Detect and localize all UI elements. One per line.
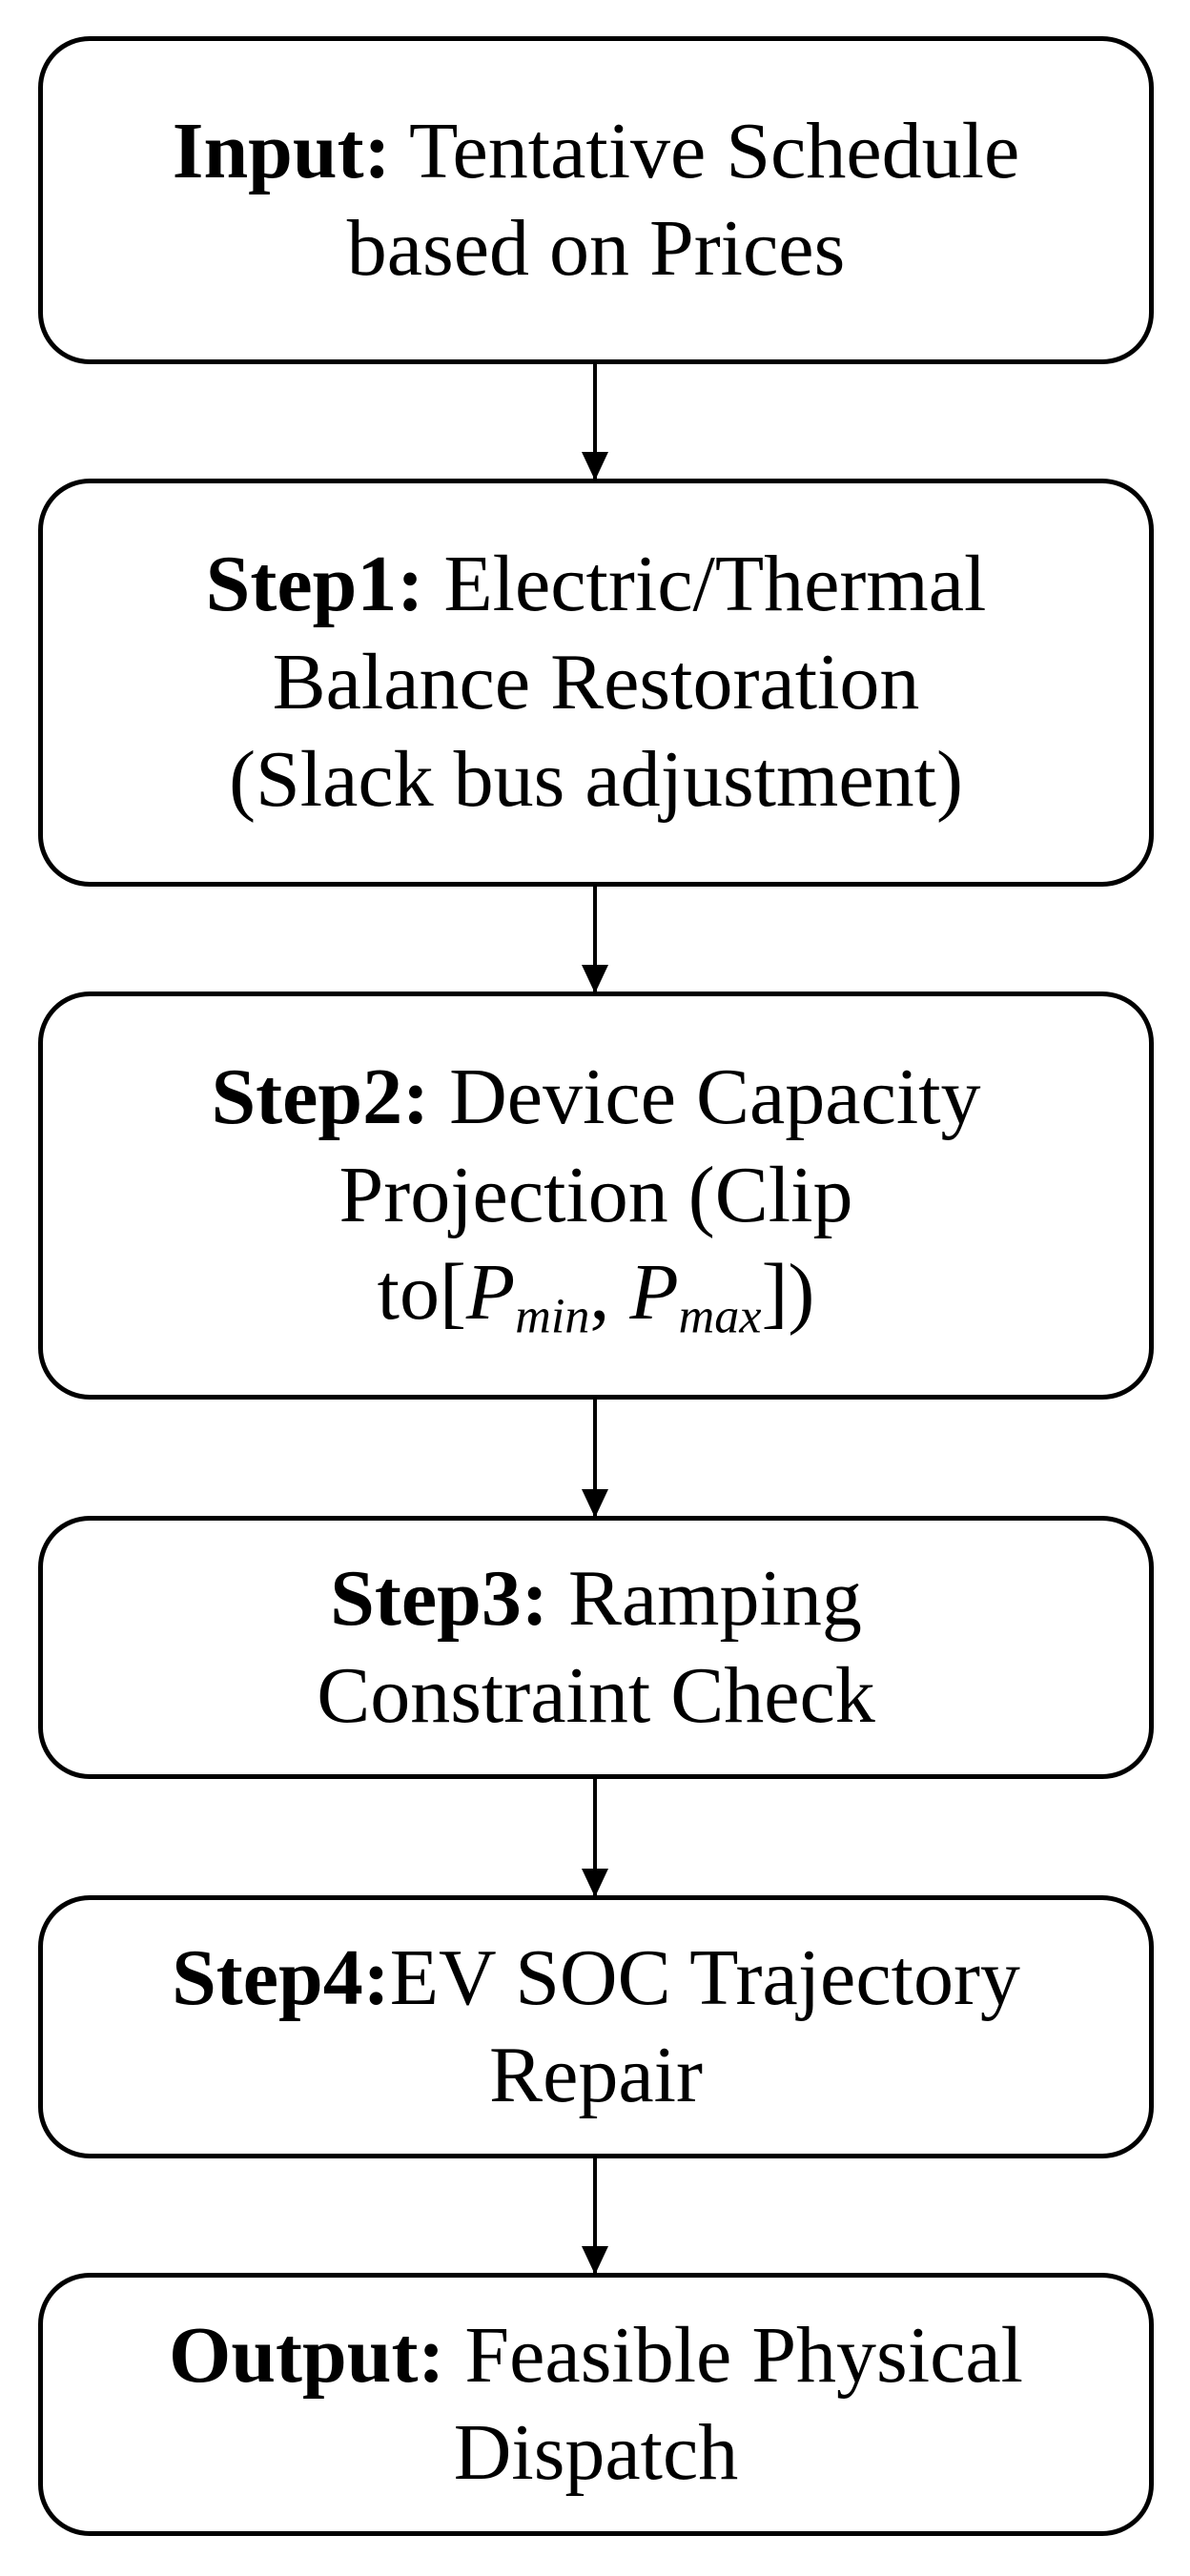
step2-text-1: Device Capacity (449, 1053, 981, 1142)
step1-label: Step1: (205, 540, 424, 629)
arrow-input-to-step1 (582, 364, 608, 480)
step4-box: Step4:EV SOC Trajectory Repair (38, 1895, 1154, 2158)
input-line-1: Input: Tentative Schedule (173, 103, 1020, 200)
output-label: Output: (169, 2310, 445, 2400)
step2-line-1: Step2: Device Capacity (211, 1049, 980, 1146)
step1-text-3: (Slack bus adjustment) (229, 735, 963, 825)
p-min-symbol: Pmin (465, 1248, 590, 1344)
step1-line-1: Step1: Electric/Thermal (206, 536, 987, 633)
step2-clip-range: to[Pmin, Pmax]) (378, 1244, 815, 1341)
arrow-step3-to-step4 (582, 1779, 608, 1897)
step1-text-1: Electric/Thermal (443, 540, 987, 629)
step2-label: Step2: (211, 1053, 430, 1142)
arrow-step1-to-step2 (582, 887, 608, 993)
step3-text-2: Constraint Check (317, 1651, 875, 1740)
step3-box: Step3: Ramping Constraint Check (38, 1516, 1154, 1779)
step3-text-1: Ramping (567, 1553, 862, 1643)
input-text-1: Tentative Schedule (409, 106, 1020, 195)
output-box: Output: Feasible Physical Dispatch (38, 2273, 1154, 2536)
output-line-1: Output: Feasible Physical (169, 2307, 1023, 2404)
arrow-step2-to-step3 (582, 1400, 608, 1518)
step4-text-2: Repair (489, 2031, 703, 2119)
step3-label: Step3: (330, 1553, 548, 1643)
step4-line-1: Step4:EV SOC Trajectory (172, 1930, 1020, 2027)
step2-text-2: Projection (Clip (339, 1150, 853, 1239)
step4-text-1: EV SOC Trajectory (389, 1932, 1020, 2022)
input-text-2: based on Prices (346, 204, 846, 293)
step2-math-prefix: to[ (377, 1248, 466, 1338)
step2-math-suffix: ]) (761, 1248, 815, 1338)
arrow-step4-to-output (582, 2158, 608, 2275)
step1-box: Step1: Electric/Thermal Balance Restorat… (38, 479, 1154, 887)
p-max-symbol: Pmax (629, 1248, 762, 1344)
step1-text-2: Balance Restoration (272, 637, 920, 726)
step2-box: Step2: Device Capacity Projection (Clip … (38, 992, 1154, 1400)
step4-label: Step4: (172, 1932, 390, 2022)
output-text-2: Dispatch (453, 2408, 739, 2497)
input-box: Input: Tentative Schedule based on Price… (38, 36, 1154, 364)
output-text-1: Feasible Physical (464, 2310, 1023, 2400)
input-label: Input: (172, 106, 391, 195)
step2-separator: , (589, 1248, 610, 1338)
step3-line-1: Step3: Ramping (330, 1550, 862, 1647)
